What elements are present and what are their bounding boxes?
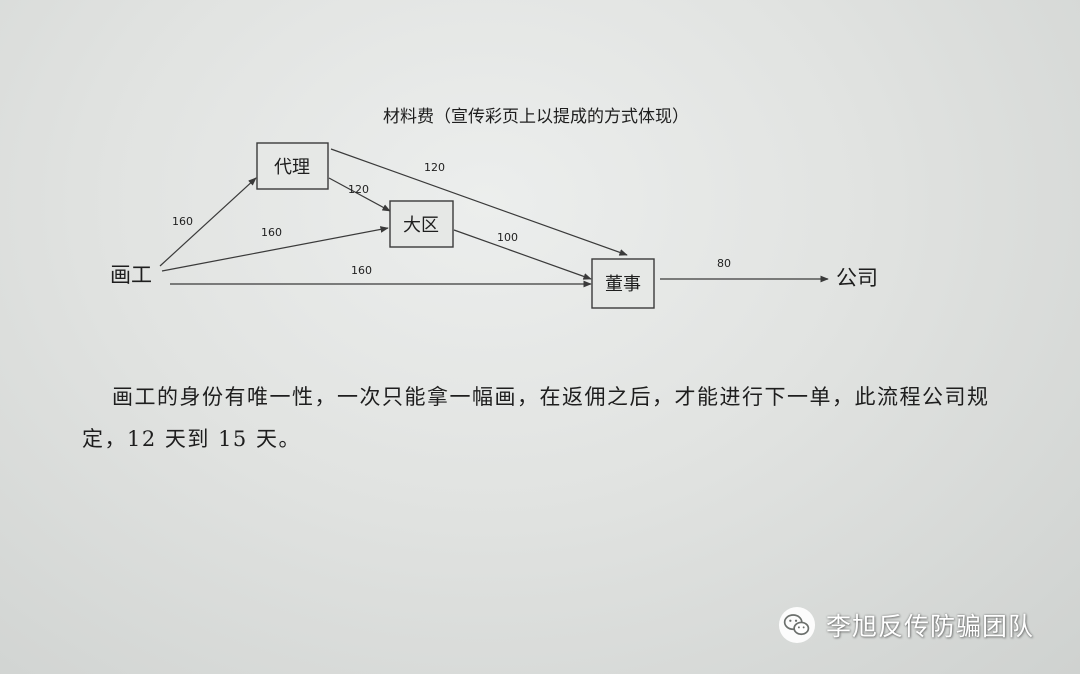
node-label-region: 大区 [403, 215, 439, 236]
wechat-icon [778, 606, 816, 644]
diagram-title: 材料费（宣传彩页上以提成的方式体现） [383, 107, 689, 127]
edge-label-agent-director: 120 [424, 161, 445, 174]
edge-label-painter-agent: 160 [172, 215, 193, 228]
node-label-painter: 画工 [110, 263, 152, 287]
body-paragraph: 画工的身份有唯一性，一次只能拿一幅画，在返佣之后，才能进行下一单，此流程公司规定… [82, 385, 990, 451]
watermark: 李旭反传防骗团队 [778, 603, 1034, 647]
edge-label-agent-region: 120 [348, 183, 369, 196]
node-region: 大区 [389, 200, 454, 248]
edge-label-painter-director: 160 [351, 264, 372, 277]
edge-labels: 160 160 160 120 120 100 80 [172, 161, 731, 277]
node-label-agent: 代理 [274, 157, 310, 178]
edge-painter-agent [159, 177, 257, 267]
edge-label-region-director: 100 [497, 231, 518, 244]
edge-label-painter-region: 160 [261, 226, 282, 239]
node-director: 董事 [591, 258, 655, 309]
node-agent: 代理 [256, 142, 329, 190]
node-painter: 画工 [110, 263, 152, 287]
node-label-company: 公司 [836, 266, 878, 290]
edge-region-director [453, 229, 592, 280]
edge-painter-region [161, 226, 389, 272]
edge-label-director-company: 80 [717, 257, 731, 270]
edge-agent-region [328, 177, 391, 212]
watermark-text: 李旭反传防骗团队 [826, 612, 1035, 641]
node-box-agent [256, 142, 329, 190]
node-company: 公司 [836, 266, 878, 290]
node-box-director [591, 258, 655, 309]
node-label-director: 董事 [605, 274, 641, 295]
node-box-region [389, 200, 454, 248]
edges [159, 148, 829, 288]
edge-agent-director [330, 148, 628, 256]
